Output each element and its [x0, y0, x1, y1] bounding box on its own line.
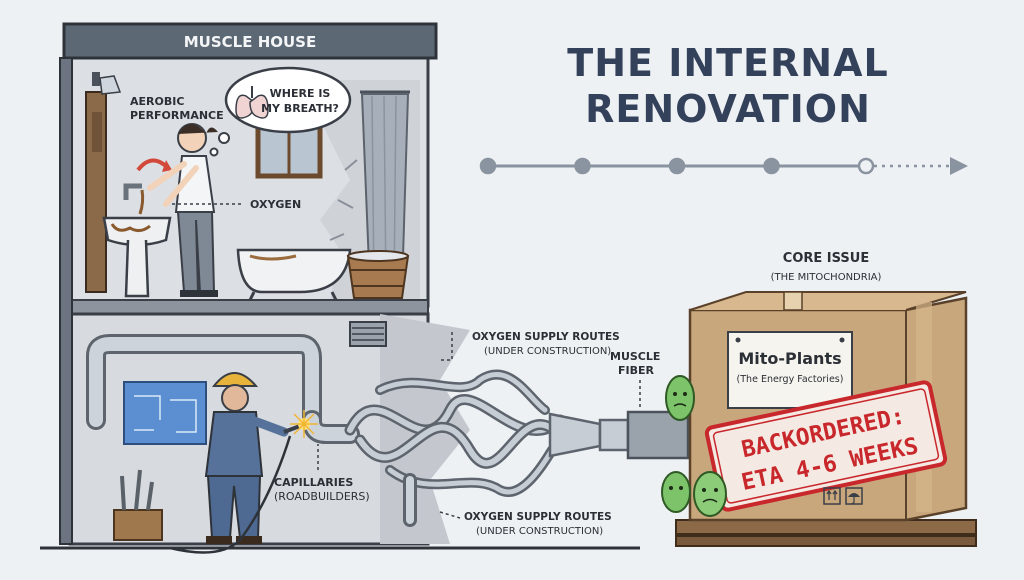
pipe-network	[86, 334, 690, 527]
faucet	[123, 183, 142, 200]
mitochondria-character-bottom-left	[661, 471, 691, 513]
title-line-2: RENOVATION	[585, 87, 871, 131]
progress-timeline	[479, 157, 968, 175]
muscle-fiber-label-1: MUSCLE	[610, 350, 660, 363]
door-panel	[92, 112, 102, 152]
mito-sign	[727, 331, 853, 409]
capillaries-label-2: (ROADBUILDERS)	[274, 490, 370, 503]
tired-woman	[147, 123, 218, 297]
capillaries-annotation: CAPILLARIES (ROADBUILDERS)	[274, 444, 370, 503]
wall-lamp-icon	[92, 72, 122, 95]
oxygen-label: OXYGEN	[250, 198, 301, 211]
title-line-1: THE INTERNAL	[567, 41, 888, 85]
weld-spark-icon	[290, 410, 318, 438]
backordered-stamp: BACKORDERED: ETA 4-6 WEEKS	[704, 380, 948, 512]
supply-bottom-annotation: OXYGEN SUPPLY ROUTES (UNDER CONSTRUCTION…	[439, 511, 612, 537]
lungs-icon	[235, 86, 269, 119]
welder-worker	[169, 372, 301, 554]
supply-bottom-label-2: (UNDER CONSTRUCTION)	[476, 526, 603, 537]
timeline-step-5	[857, 157, 875, 175]
core-issue-label: CORE ISSUE	[783, 251, 869, 266]
mitochondria-character-bottom-right	[693, 471, 727, 517]
sink	[102, 183, 172, 298]
house-label: MUSCLE HOUSE	[184, 33, 316, 51]
crate-group: CORE ISSUE (THE MITOCHONDRIA) Mito-Plant…	[661, 251, 977, 547]
crate-tape	[783, 291, 803, 311]
toolbox	[113, 469, 163, 541]
mito-sign-title: Mito-Plants	[738, 349, 841, 368]
muscle-fiber-pipe	[626, 410, 690, 460]
supply-top-annotation: OXYGEN SUPPLY ROUTES (UNDER CONSTRUCTION…	[440, 331, 620, 361]
muscle-fiber-annotation: MUSCLE FIBER	[610, 350, 660, 410]
this-side-up-icon	[823, 487, 841, 505]
roof-band	[62, 22, 438, 60]
supply-bottom-label-1: OXYGEN SUPPLY ROUTES	[464, 511, 612, 523]
timeline-arrow-icon	[950, 157, 968, 175]
aerobic-label-1: AEROBIC	[130, 95, 184, 108]
thought-text-1: WHERE IS	[270, 87, 331, 100]
thought-text-2: MY BREATH?	[261, 102, 339, 115]
supply-top-label-1: OXYGEN SUPPLY ROUTES	[472, 331, 620, 343]
supply-top-label-2: (UNDER CONSTRUCTION)	[484, 346, 611, 357]
welding-hose	[169, 435, 292, 554]
pallet	[675, 519, 977, 535]
thought-bubble: WHERE IS MY BREATH?	[209, 66, 352, 157]
timeline-step-4	[763, 157, 780, 175]
hard-hat-icon	[211, 372, 259, 387]
vent-grille	[349, 321, 387, 347]
timeline-step-2	[574, 157, 591, 175]
timeline-step-1	[479, 157, 497, 175]
floor-slab	[69, 299, 429, 315]
turn-arrow-head-icon	[162, 160, 172, 172]
capillaries-label-1: CAPILLARIES	[274, 476, 353, 489]
aerobic-label-2: PERFORMANCE	[130, 109, 224, 122]
mitochondria-label: (THE MITOCHONDRIA)	[771, 272, 882, 283]
bathtub	[236, 248, 352, 301]
keep-dry-umbrella-icon	[845, 487, 863, 505]
wooden-bucket	[346, 250, 410, 299]
muscle-fiber-label-2: FIBER	[618, 364, 655, 377]
rusty-drip	[138, 189, 145, 215]
timeline-step-3	[668, 157, 686, 175]
mitochondria-character-top	[665, 375, 695, 421]
mito-sign-sub: (The Energy Factories)	[737, 374, 844, 385]
blueprint	[123, 381, 207, 445]
